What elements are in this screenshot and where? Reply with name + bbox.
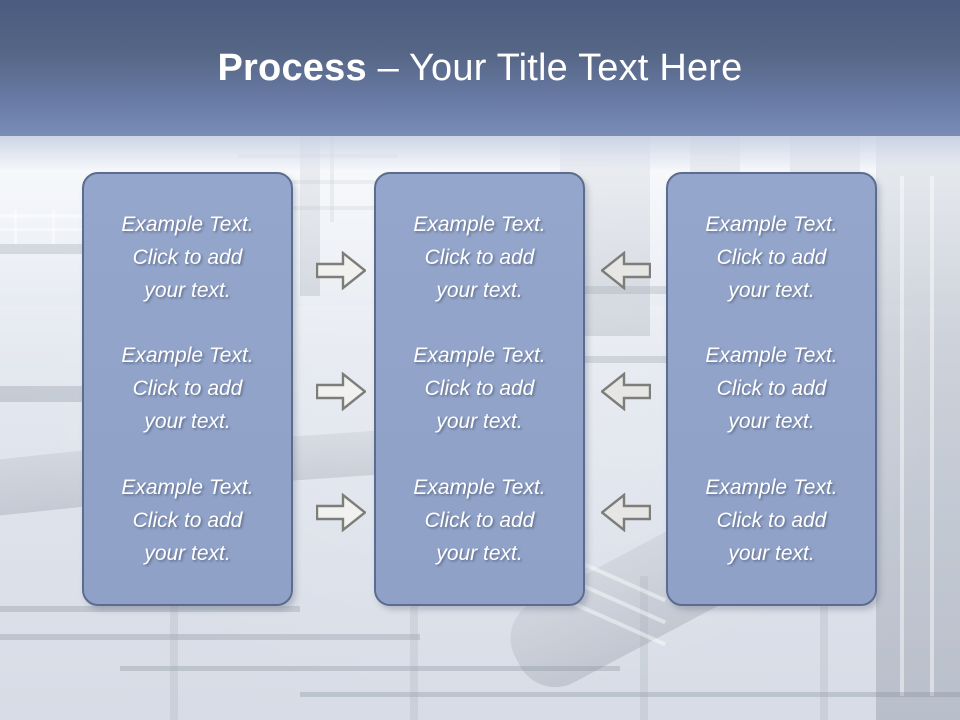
page-title: Process – Your Title Text Here xyxy=(0,45,960,91)
decor-tower xyxy=(300,136,320,296)
process-item-text[interactable]: Example Text. Click to add your text. xyxy=(413,344,546,434)
decor-mast xyxy=(330,136,334,222)
process-item-text[interactable]: Example Text. Click to add your text. xyxy=(705,344,838,434)
decor-platform xyxy=(560,356,760,363)
decor-pipe-line xyxy=(930,176,934,696)
decor-beam xyxy=(0,634,420,640)
decor-railing xyxy=(0,214,120,218)
process-item-text[interactable]: Example Text. Click to add your text. xyxy=(413,213,546,303)
process-item-text[interactable]: Example Text. Click to add your text. xyxy=(413,475,546,565)
process-column-3[interactable]: Example Text. Click to add your text. Ex… xyxy=(666,172,877,606)
page-title-strong: Process xyxy=(217,47,378,89)
decor-beam xyxy=(120,666,620,671)
decor-beam xyxy=(0,606,300,612)
decor-column xyxy=(410,606,418,720)
decor-post xyxy=(52,210,55,244)
decor-column xyxy=(170,596,178,720)
arrow-right-icon[interactable] xyxy=(316,493,366,532)
decor-deck xyxy=(0,244,140,254)
decor-column xyxy=(640,576,648,720)
process-item-text[interactable]: Example Text. Click to add your text. xyxy=(121,213,254,303)
decor-truss xyxy=(248,180,398,184)
arrow-left-icon[interactable] xyxy=(601,251,651,290)
decor-pipe-line xyxy=(900,176,904,696)
arrow-left-icon[interactable] xyxy=(601,372,651,411)
process-item-text[interactable]: Example Text. Click to add your text. xyxy=(121,475,254,565)
decor-railing xyxy=(0,228,120,231)
decor-platform xyxy=(540,286,690,294)
process-item-text[interactable]: Example Text. Click to add your text. xyxy=(121,344,254,434)
decor-truss xyxy=(256,206,406,210)
process-item-text[interactable]: Example Text. Click to add your text. xyxy=(705,213,838,303)
page-title-rest: – Your Title Text Here xyxy=(377,47,743,89)
process-column-1[interactable]: Example Text. Click to add your text. Ex… xyxy=(82,172,293,606)
arrow-right-icon[interactable] xyxy=(316,372,366,411)
decor-structure xyxy=(876,136,960,720)
arrow-right-icon[interactable] xyxy=(316,251,366,290)
decor-post xyxy=(14,210,17,244)
decor-beam xyxy=(300,692,960,697)
process-item-text[interactable]: Example Text. Click to add your text. xyxy=(705,475,838,565)
slide-header: Process – Your Title Text Here xyxy=(0,0,960,136)
decor-column xyxy=(820,566,828,720)
process-column-2[interactable]: Example Text. Click to add your text. Ex… xyxy=(374,172,585,606)
arrow-left-icon[interactable] xyxy=(601,493,651,532)
